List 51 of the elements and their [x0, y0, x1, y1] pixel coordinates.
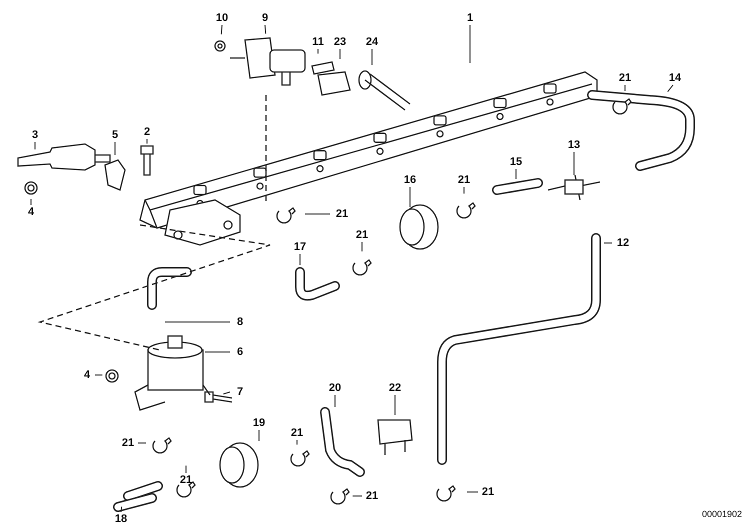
callout-number: 20 [328, 382, 342, 394]
leader-line [394, 394, 396, 416]
callout-number: 10 [216, 12, 228, 24]
callout-number: 21 [290, 427, 304, 439]
leader-line [222, 392, 230, 394]
callout-number: 15 [510, 156, 522, 168]
leader-line [220, 24, 222, 35]
leader-line [120, 506, 122, 512]
callout-number: 21 [356, 229, 368, 241]
callout-number: 21 [482, 486, 494, 498]
leader-line [624, 84, 626, 92]
leader-line [604, 242, 612, 244]
callout-number: 16 [404, 174, 416, 186]
drawing-number: 00001902 [702, 509, 742, 519]
callout-number: 9 [262, 12, 268, 24]
callout-number: 17 [294, 241, 306, 253]
callout-number: 8 [236, 316, 244, 328]
callout-number: 21 [618, 72, 632, 84]
leader-line [667, 84, 674, 92]
callout-number: 14 [668, 72, 682, 84]
callout-number: 21 [336, 208, 348, 220]
callout-number: 4 [28, 206, 34, 218]
callout-number: 21 [122, 437, 134, 449]
callout-number: 21 [366, 490, 378, 502]
callout-number: 12 [616, 237, 630, 249]
callout-number: 22 [388, 382, 402, 394]
callout-number: 4 [84, 369, 90, 381]
callout-number: 11 [312, 36, 324, 48]
leader-line [94, 374, 103, 376]
callout-number: 1 [466, 12, 474, 24]
callout-number: 7 [236, 386, 244, 398]
callout-number: 2 [144, 126, 150, 138]
leader-line [334, 394, 336, 408]
callout-number: 3 [32, 129, 38, 141]
leader-line [114, 142, 116, 156]
leader-line [264, 24, 266, 34]
callout-number: 24 [366, 36, 378, 48]
callout-number: 13 [568, 139, 580, 151]
callout-number: 21 [180, 474, 192, 486]
callout-number: 21 [458, 174, 470, 186]
callout-number: 6 [236, 346, 244, 358]
leader-line [34, 142, 36, 150]
leader-line [30, 198, 32, 206]
callout-number: 5 [112, 129, 118, 141]
callout-number: 18 [114, 513, 128, 525]
callout-number: 23 [334, 36, 346, 48]
leader-line [296, 440, 298, 446]
leader-line [138, 442, 146, 444]
callout-number: 19 [252, 417, 266, 429]
leader-line [258, 430, 260, 442]
leader-line [146, 138, 148, 144]
